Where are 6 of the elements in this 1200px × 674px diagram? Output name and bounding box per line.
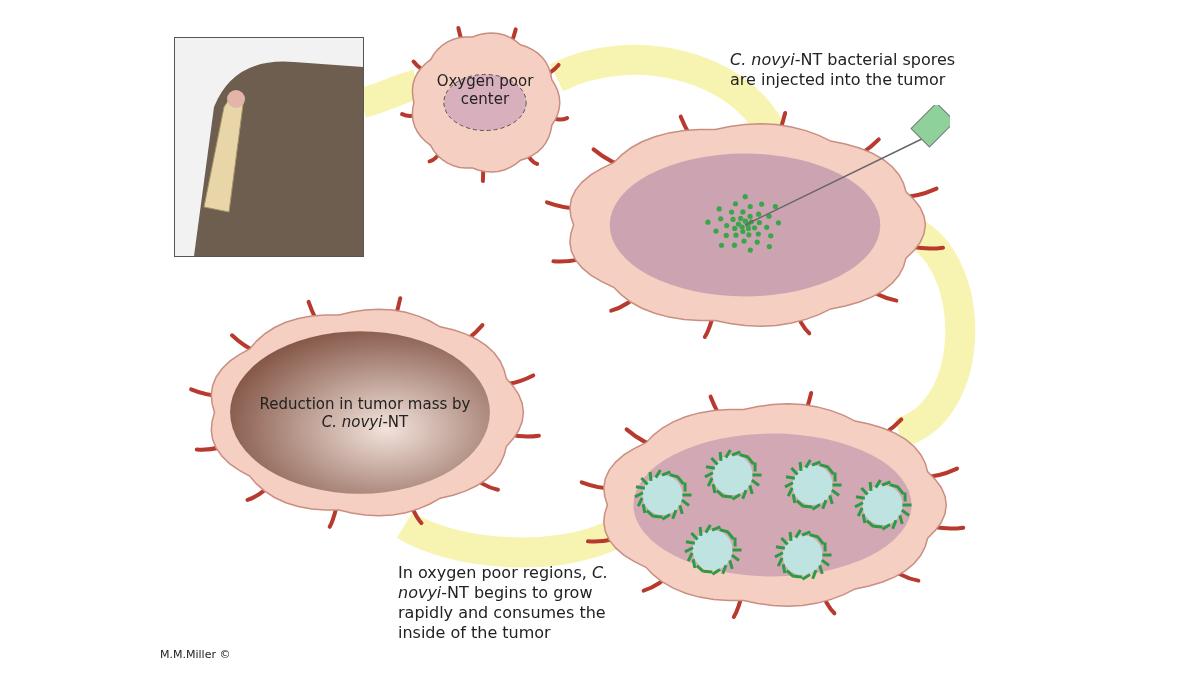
node-label: C. novyi-NT bacterial spores are injected into the tumor	[730, 50, 957, 90]
tumor-label: Oxygen poor center	[435, 72, 535, 108]
node-label: In oxygen poor regions, C. novyi-NT begins to grow rapidly and consumes the inside of the tumor	[398, 563, 610, 643]
credit-note: M.M.Miller ©	[160, 648, 231, 662]
tumor-label: Reduction in tumor mass by C. novyi-NT	[258, 395, 472, 431]
arm-illustration	[174, 37, 364, 257]
